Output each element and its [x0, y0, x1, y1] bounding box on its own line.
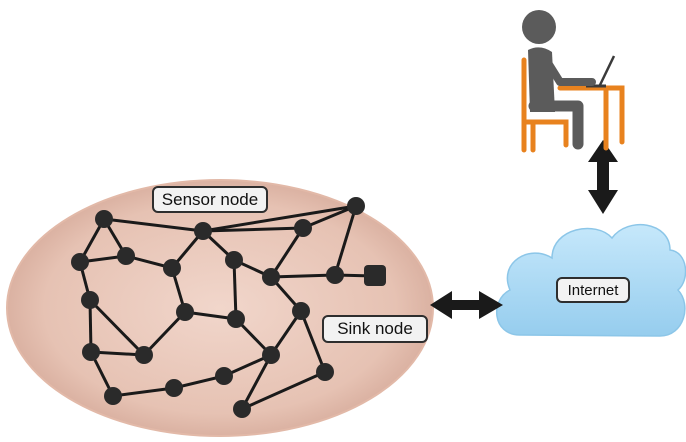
sink-node-square-icon [364, 265, 386, 286]
sensor-node [316, 363, 334, 381]
person-at-desk-icon [521, 10, 625, 153]
network-link [88, 298, 146, 357]
network-link [333, 205, 358, 276]
sensor-node [262, 268, 280, 286]
sensor-node [194, 222, 212, 240]
network-link [241, 370, 326, 411]
network-link [299, 310, 327, 373]
sensor-node [165, 379, 183, 397]
sensor-node [176, 303, 194, 321]
network-link [103, 217, 204, 233]
sensor-node [135, 346, 153, 364]
network-link [112, 386, 175, 398]
sensor-node [225, 251, 243, 269]
network-link [142, 310, 187, 357]
sensor-field [6, 179, 434, 437]
sensor-node [326, 266, 344, 284]
sensor-node [227, 310, 245, 328]
network-link [302, 204, 357, 230]
network-link [202, 226, 304, 233]
sensor-node [163, 259, 181, 277]
sensor-node [95, 210, 113, 228]
sensor-node [292, 302, 310, 320]
sensor-node [262, 346, 280, 364]
network-link [269, 227, 305, 278]
sensor-node [347, 197, 365, 215]
network-link [232, 259, 238, 320]
network-link [202, 204, 357, 233]
sensor-node [104, 387, 122, 405]
sensor-node [82, 343, 100, 361]
sink-node-label: Sink node [322, 315, 428, 343]
sensor-nodes [71, 197, 365, 418]
sensor-node-label: Sensor node [152, 186, 268, 213]
network-link [240, 354, 273, 410]
sensor-node [117, 247, 135, 265]
sensor-node [81, 291, 99, 309]
internet-label: Internet [556, 277, 630, 303]
sensor-node [233, 400, 251, 418]
sensor-node [71, 253, 89, 271]
double-arrow-icon [430, 291, 503, 319]
sensor-node [215, 367, 233, 385]
sensor-node [294, 219, 312, 237]
network-link [270, 273, 336, 279]
double-arrow-icon [588, 140, 618, 214]
